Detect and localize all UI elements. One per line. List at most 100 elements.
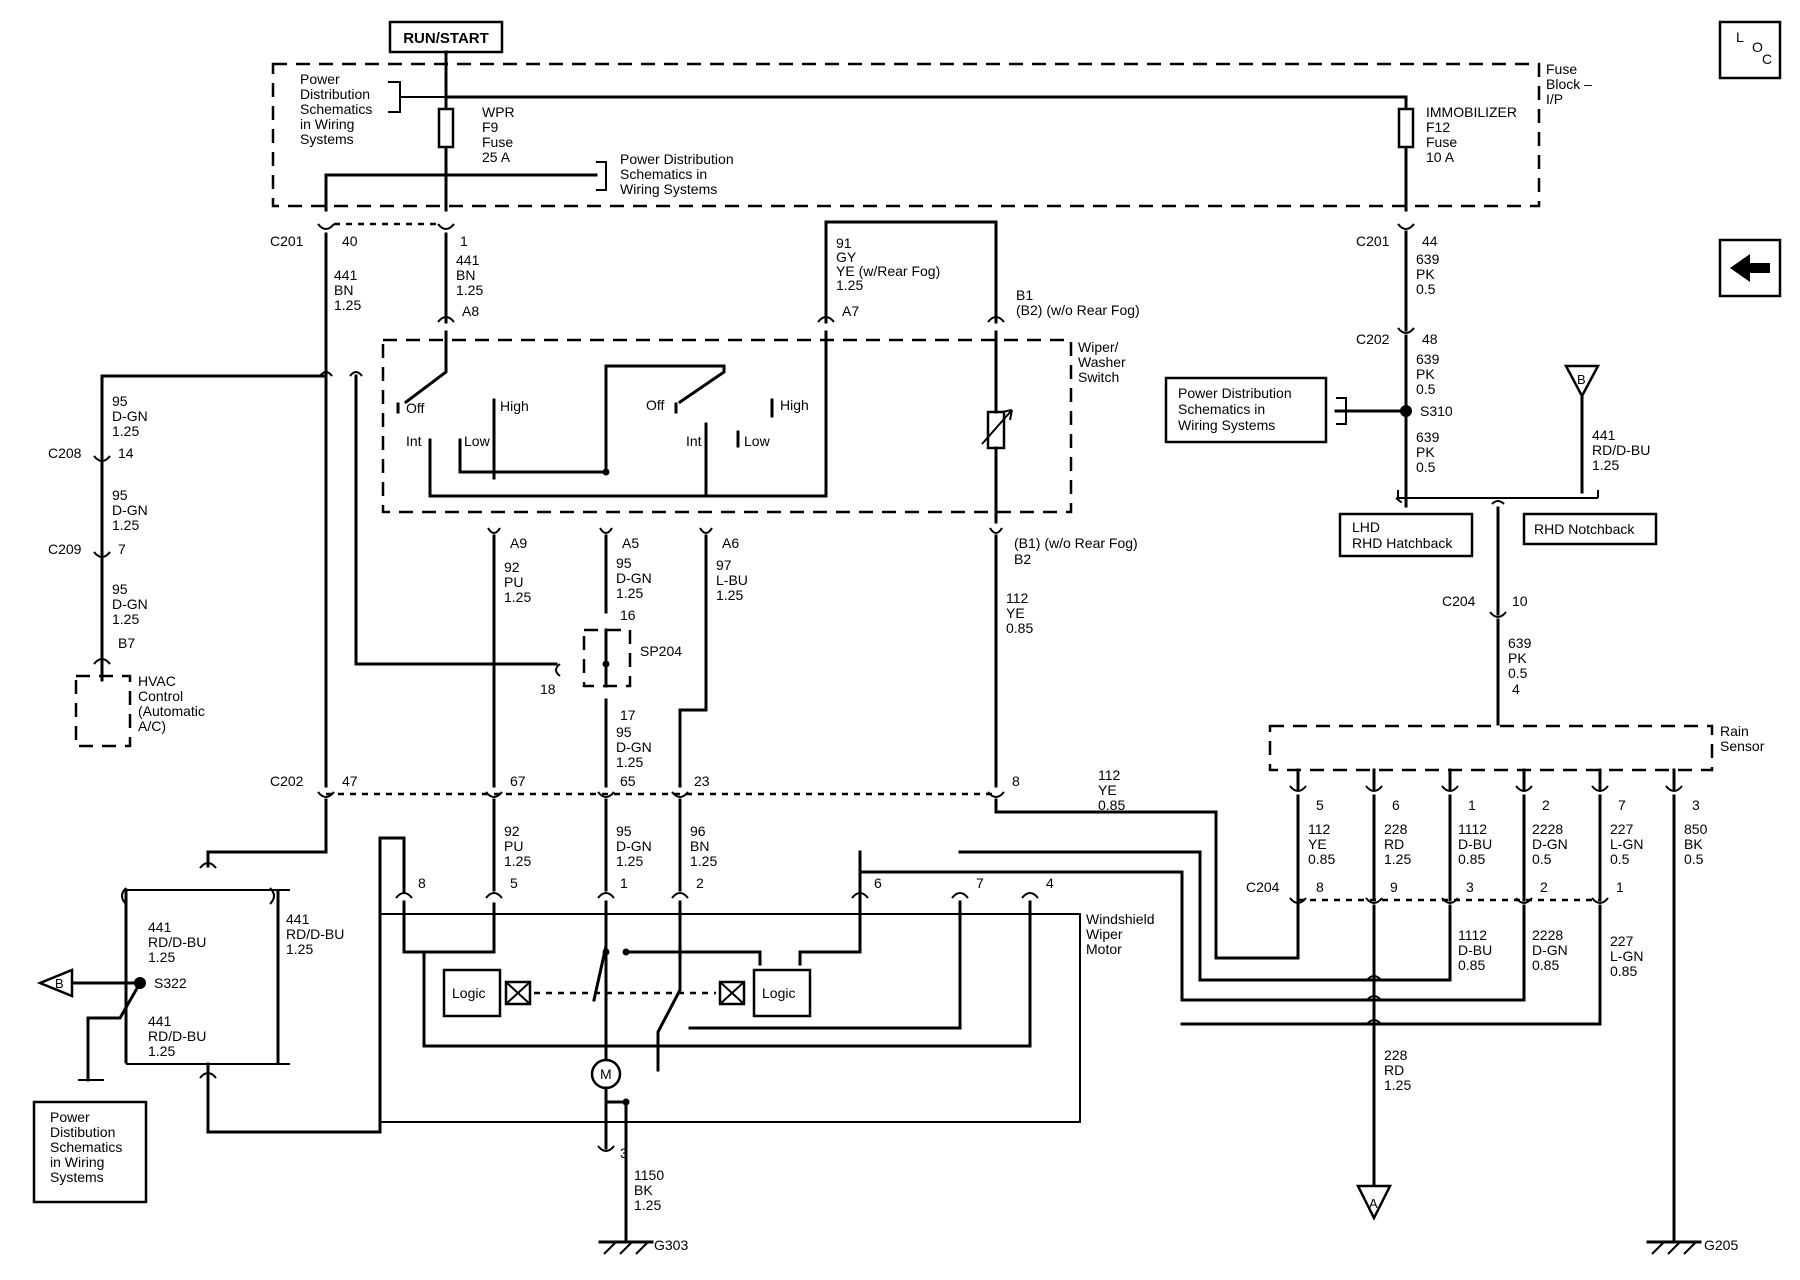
svg-text:Block –: Block –	[1546, 76, 1592, 92]
svg-text:Wiring Systems: Wiring Systems	[620, 181, 717, 197]
svg-text:10 A: 10 A	[1426, 149, 1455, 165]
svg-text:PU: PU	[504, 838, 523, 854]
svg-text:44: 44	[1422, 233, 1438, 249]
svg-text:O: O	[1752, 39, 1763, 55]
svg-text:48: 48	[1422, 331, 1438, 347]
svg-text:High: High	[780, 397, 809, 413]
loc-icon[interactable]: L O C	[1718, 20, 1782, 80]
svg-text:0.85: 0.85	[1006, 620, 1033, 636]
svg-text:639: 639	[1416, 429, 1440, 445]
svg-text:C: C	[1762, 51, 1772, 67]
svg-text:4: 4	[1046, 875, 1054, 891]
svg-text:RD/D-BU: RD/D-BU	[148, 1028, 206, 1044]
svg-text:1.25: 1.25	[456, 282, 483, 298]
svg-text:228: 228	[1384, 1047, 1408, 1063]
svg-text:(Automatic: (Automatic	[138, 703, 205, 719]
svg-text:A5: A5	[622, 535, 639, 551]
svg-text:Wiper: Wiper	[1086, 926, 1123, 942]
svg-text:Motor: Motor	[1086, 941, 1122, 957]
svg-text:C204: C204	[1246, 879, 1280, 895]
svg-text:S322: S322	[154, 975, 187, 991]
svg-text:D-GN: D-GN	[112, 502, 148, 518]
svg-text:5: 5	[510, 875, 518, 891]
svg-text:227: 227	[1610, 933, 1634, 949]
svg-text:in Wiring: in Wiring	[50, 1154, 104, 1170]
svg-text:112: 112	[1006, 590, 1029, 606]
svg-text:SP204: SP204	[640, 643, 682, 659]
svg-text:95: 95	[112, 393, 128, 409]
windshield-wiper-motor: Windshield Wiper Motor 8 5 1 2 6 7 4 Log…	[379, 850, 1154, 1150]
svg-text:1.25: 1.25	[1384, 851, 1411, 867]
svg-text:WPR: WPR	[482, 104, 515, 120]
svg-text:C201: C201	[270, 233, 304, 249]
svg-text:B1: B1	[1016, 287, 1033, 303]
svg-text:L-BU: L-BU	[716, 572, 748, 588]
back-arrow-icon[interactable]	[1718, 238, 1782, 298]
svg-text:441: 441	[334, 267, 358, 283]
svg-text:0.5: 0.5	[1416, 459, 1436, 475]
wiper-washer-switch: Wiper/ Washer Switch Off High Int Low Of…	[381, 330, 1126, 524]
svg-text:PK: PK	[1508, 650, 1527, 666]
svg-text:1150: 1150	[634, 1167, 664, 1183]
svg-text:8: 8	[418, 875, 426, 891]
svg-text:7: 7	[976, 875, 984, 891]
svg-text:F12: F12	[1426, 119, 1450, 135]
svg-text:LHD: LHD	[1352, 519, 1380, 535]
svg-text:2: 2	[696, 875, 704, 891]
svg-text:8: 8	[1316, 879, 1324, 895]
svg-text:(B1) (w/o Rear Fog): (B1) (w/o Rear Fog)	[1014, 535, 1138, 551]
svg-text:HVAC: HVAC	[138, 673, 176, 689]
connector-c201: C201 40 1 C201 44	[270, 222, 1438, 249]
svg-text:97: 97	[716, 557, 732, 573]
svg-text:441: 441	[148, 1013, 172, 1029]
svg-text:BN: BN	[456, 267, 475, 283]
svg-text:4: 4	[1512, 681, 1520, 697]
ground-g205: G205	[1646, 1237, 1738, 1255]
svg-text:IMMOBILIZER: IMMOBILIZER	[1426, 104, 1517, 120]
svg-text:0.85: 0.85	[1610, 963, 1637, 979]
svg-text:1.25: 1.25	[334, 297, 361, 313]
wire-95-dgn-sp204	[349, 371, 558, 666]
svg-text:Off: Off	[646, 397, 665, 413]
svg-text:1.25: 1.25	[112, 423, 139, 439]
run-start-box: RUN/START	[388, 20, 504, 54]
ground-g303: 3 1150 BK 1.25 G303	[597, 1100, 688, 1255]
svg-text:1.25: 1.25	[634, 1197, 661, 1213]
svg-text:Int: Int	[686, 433, 702, 449]
svg-text:C201: C201	[1356, 233, 1390, 249]
svg-text:18: 18	[540, 681, 556, 697]
fuse-block-ip: Fuse Block – I/P Power Distribution Sche…	[271, 50, 1592, 212]
svg-text:Logic: Logic	[452, 985, 485, 1001]
svg-text:0.5: 0.5	[1416, 281, 1436, 297]
svg-text:1: 1	[1616, 879, 1624, 895]
svg-text:1.25: 1.25	[616, 754, 643, 770]
svg-text:A: A	[1369, 1196, 1378, 1211]
rain-sensor: Rain Sensor 5 6 1 2 7 3 112 YE 0.85 228 …	[858, 723, 1765, 1244]
svg-text:95: 95	[112, 581, 128, 597]
svg-text:B: B	[1577, 372, 1586, 387]
svg-text:3: 3	[1466, 879, 1474, 895]
svg-text:B2: B2	[1014, 551, 1031, 567]
svg-text:1.25: 1.25	[504, 853, 531, 869]
svg-text:D-GN: D-GN	[1532, 836, 1568, 852]
svg-text:D-GN: D-GN	[112, 596, 148, 612]
svg-text:D-BU: D-BU	[1458, 942, 1492, 958]
svg-text:2228: 2228	[1532, 927, 1563, 943]
right-power-chain: 639 PK 0.5 C202 48 639 PK 0.5 S310 Power…	[1164, 230, 1658, 726]
svg-text:1.25: 1.25	[286, 941, 313, 957]
svg-text:1.25: 1.25	[616, 853, 643, 869]
svg-text:S310: S310	[1420, 403, 1453, 419]
svg-text:227: 227	[1610, 821, 1634, 837]
svg-text:BN: BN	[690, 838, 709, 854]
svg-text:23: 23	[694, 773, 710, 789]
svg-text:M: M	[600, 1066, 612, 1082]
svg-text:228: 228	[1384, 821, 1408, 837]
svg-text:112: 112	[1308, 821, 1331, 837]
svg-text:RD/D-BU: RD/D-BU	[286, 926, 344, 942]
svg-text:0.85: 0.85	[1458, 957, 1485, 973]
svg-text:B7: B7	[118, 635, 135, 651]
svg-text:High: High	[500, 398, 529, 414]
svg-text:850: 850	[1684, 821, 1708, 837]
svg-text:Systems: Systems	[50, 1169, 104, 1185]
